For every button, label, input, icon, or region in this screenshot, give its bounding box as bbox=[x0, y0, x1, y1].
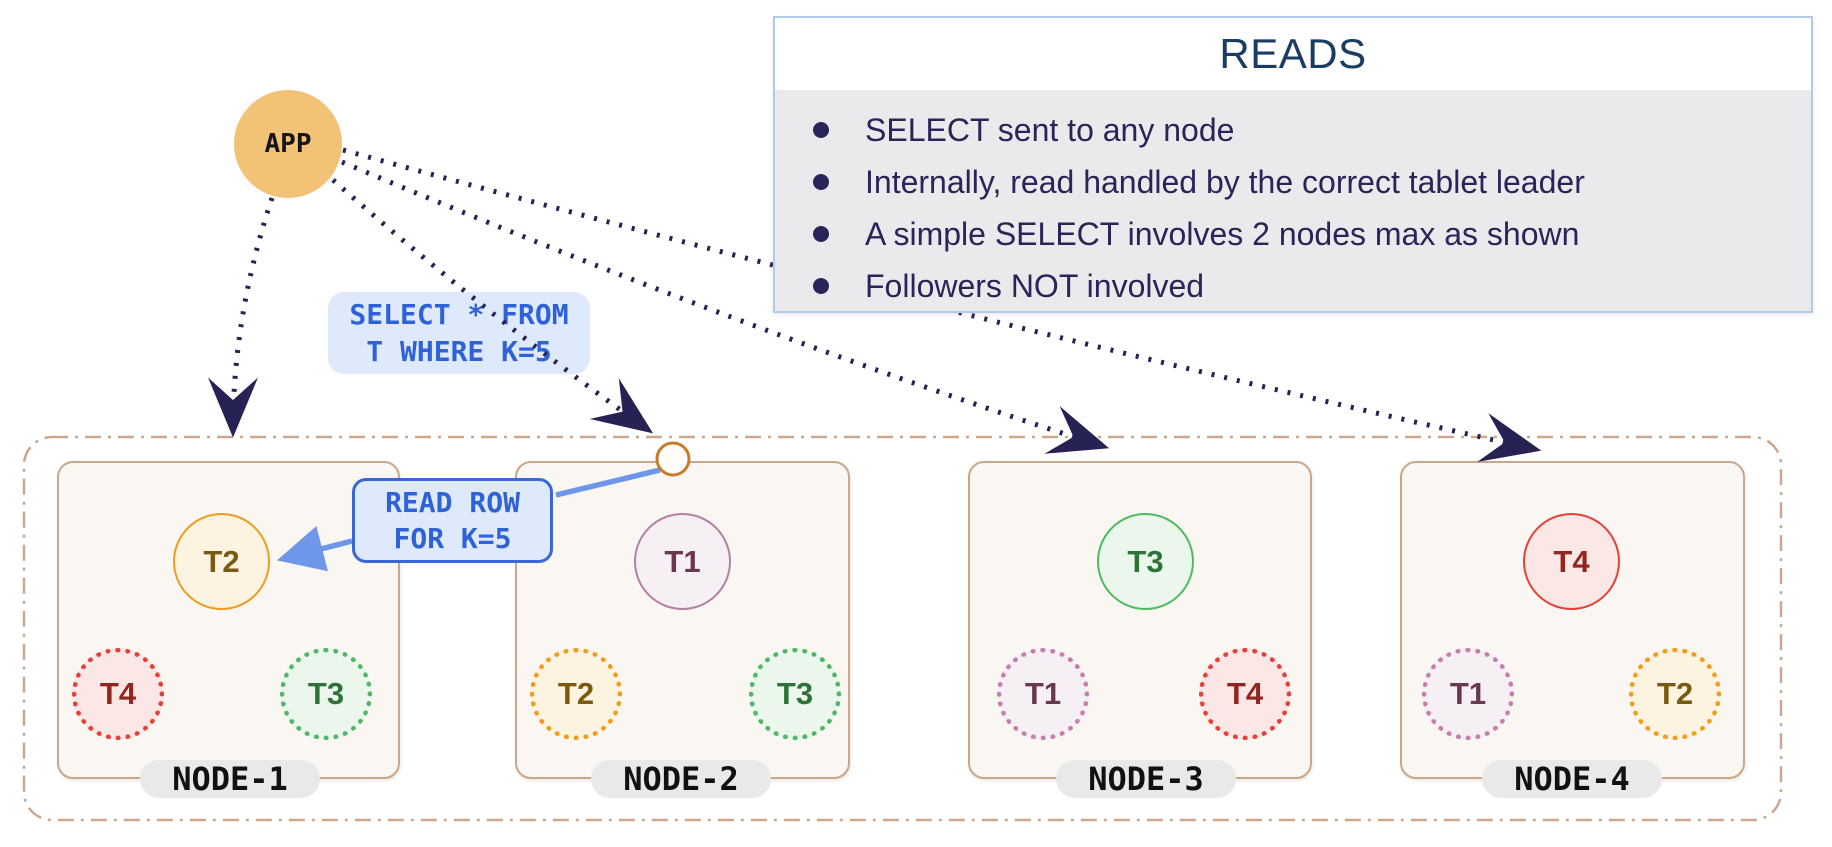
tablet-label: T3 bbox=[1127, 543, 1164, 579]
tablet-circle-leader: T4 bbox=[1523, 513, 1620, 610]
tablet-circle-follower: T2 bbox=[1629, 648, 1721, 740]
tablet-label: T2 bbox=[1656, 676, 1694, 711]
reads-panel-body: SELECT sent to any node Internally, read… bbox=[775, 90, 1811, 311]
reads-bullet-row: A simple SELECT involves 2 nodes max as … bbox=[775, 208, 1811, 260]
select-query-label: SELECT * FROM T WHERE K=5 bbox=[328, 292, 590, 374]
tablet-circle-follower: T4 bbox=[72, 648, 164, 740]
node-label-pill: NODE-3 bbox=[1056, 760, 1236, 798]
select-query-line1: SELECT * FROM bbox=[349, 298, 569, 331]
tablet-circle-leader: T1 bbox=[634, 513, 731, 610]
reads-bullet-text: A simple SELECT involves 2 nodes max as … bbox=[865, 215, 1580, 252]
tablet-circle-follower: T2 bbox=[530, 648, 622, 740]
tablet-circle-follower: T4 bbox=[1199, 648, 1291, 740]
tablet-label: T4 bbox=[1553, 543, 1590, 579]
app-node: APP bbox=[234, 90, 342, 198]
read-row-line2: FOR K=5 bbox=[393, 521, 512, 555]
reads-bullet-text: Followers NOT involved bbox=[865, 267, 1205, 304]
reads-info-panel: READS SELECT sent to any node Internally… bbox=[773, 16, 1813, 313]
select-query-line2: T WHERE K=5 bbox=[366, 335, 552, 368]
reads-bullet-text: SELECT sent to any node bbox=[865, 111, 1235, 148]
tablet-circle-leader: T3 bbox=[1097, 513, 1194, 610]
bullet-icon bbox=[813, 226, 829, 242]
tablet-label: T4 bbox=[99, 676, 137, 711]
tablet-label: T3 bbox=[776, 676, 814, 711]
node-name: NODE-1 bbox=[172, 760, 288, 798]
read-row-callout: READ ROW FOR K=5 bbox=[352, 478, 553, 563]
reads-bullet-text: Internally, read handled by the correct … bbox=[865, 163, 1585, 200]
tablet-label: T1 bbox=[664, 543, 701, 579]
arrow-app-to-node2 bbox=[331, 178, 654, 434]
node-name: NODE-2 bbox=[623, 760, 739, 798]
reads-panel-title: READS bbox=[1219, 30, 1367, 77]
arrow-app-to-node3 bbox=[341, 159, 1110, 454]
tablet-circle-follower: T3 bbox=[749, 648, 841, 740]
tablet-circle-follower: T3 bbox=[280, 648, 372, 740]
tablet-label: T2 bbox=[557, 676, 595, 711]
tablet-label: T4 bbox=[1226, 676, 1264, 711]
tablet-circle-follower: T1 bbox=[997, 648, 1089, 740]
query-entry-point-marker bbox=[655, 441, 691, 477]
bullet-icon bbox=[813, 278, 829, 294]
node-label-pill: NODE-2 bbox=[591, 760, 771, 798]
tablet-label: T1 bbox=[1024, 676, 1062, 711]
read-row-line1: READ ROW bbox=[385, 485, 520, 519]
bullet-icon bbox=[813, 122, 829, 138]
node-name: NODE-3 bbox=[1088, 760, 1204, 798]
tablet-label: T3 bbox=[307, 676, 345, 711]
reads-panel-header: READS bbox=[775, 18, 1811, 90]
cluster-border-rect bbox=[22, 435, 1783, 822]
bullet-icon bbox=[813, 174, 829, 190]
app-label: APP bbox=[264, 129, 312, 159]
tablet-circle-follower: T1 bbox=[1422, 648, 1514, 740]
arrow-readrow-to-leader bbox=[276, 526, 353, 572]
reads-bullet-row: Internally, read handled by the correct … bbox=[775, 156, 1811, 208]
reads-bullet-row: Followers NOT involved bbox=[775, 260, 1811, 312]
reads-bullet-row: SELECT sent to any node bbox=[775, 104, 1811, 156]
tablet-circle-leader: T2 bbox=[173, 513, 270, 610]
tablet-label: T2 bbox=[203, 543, 240, 579]
node-label-pill: NODE-1 bbox=[140, 760, 320, 798]
line-tabletserver-to-readrow bbox=[555, 467, 661, 498]
tablet-label: T1 bbox=[1449, 676, 1487, 711]
node-name: NODE-4 bbox=[1514, 760, 1630, 798]
node-label-pill: NODE-4 bbox=[1482, 760, 1662, 798]
arrow-app-to-node1 bbox=[208, 197, 275, 438]
